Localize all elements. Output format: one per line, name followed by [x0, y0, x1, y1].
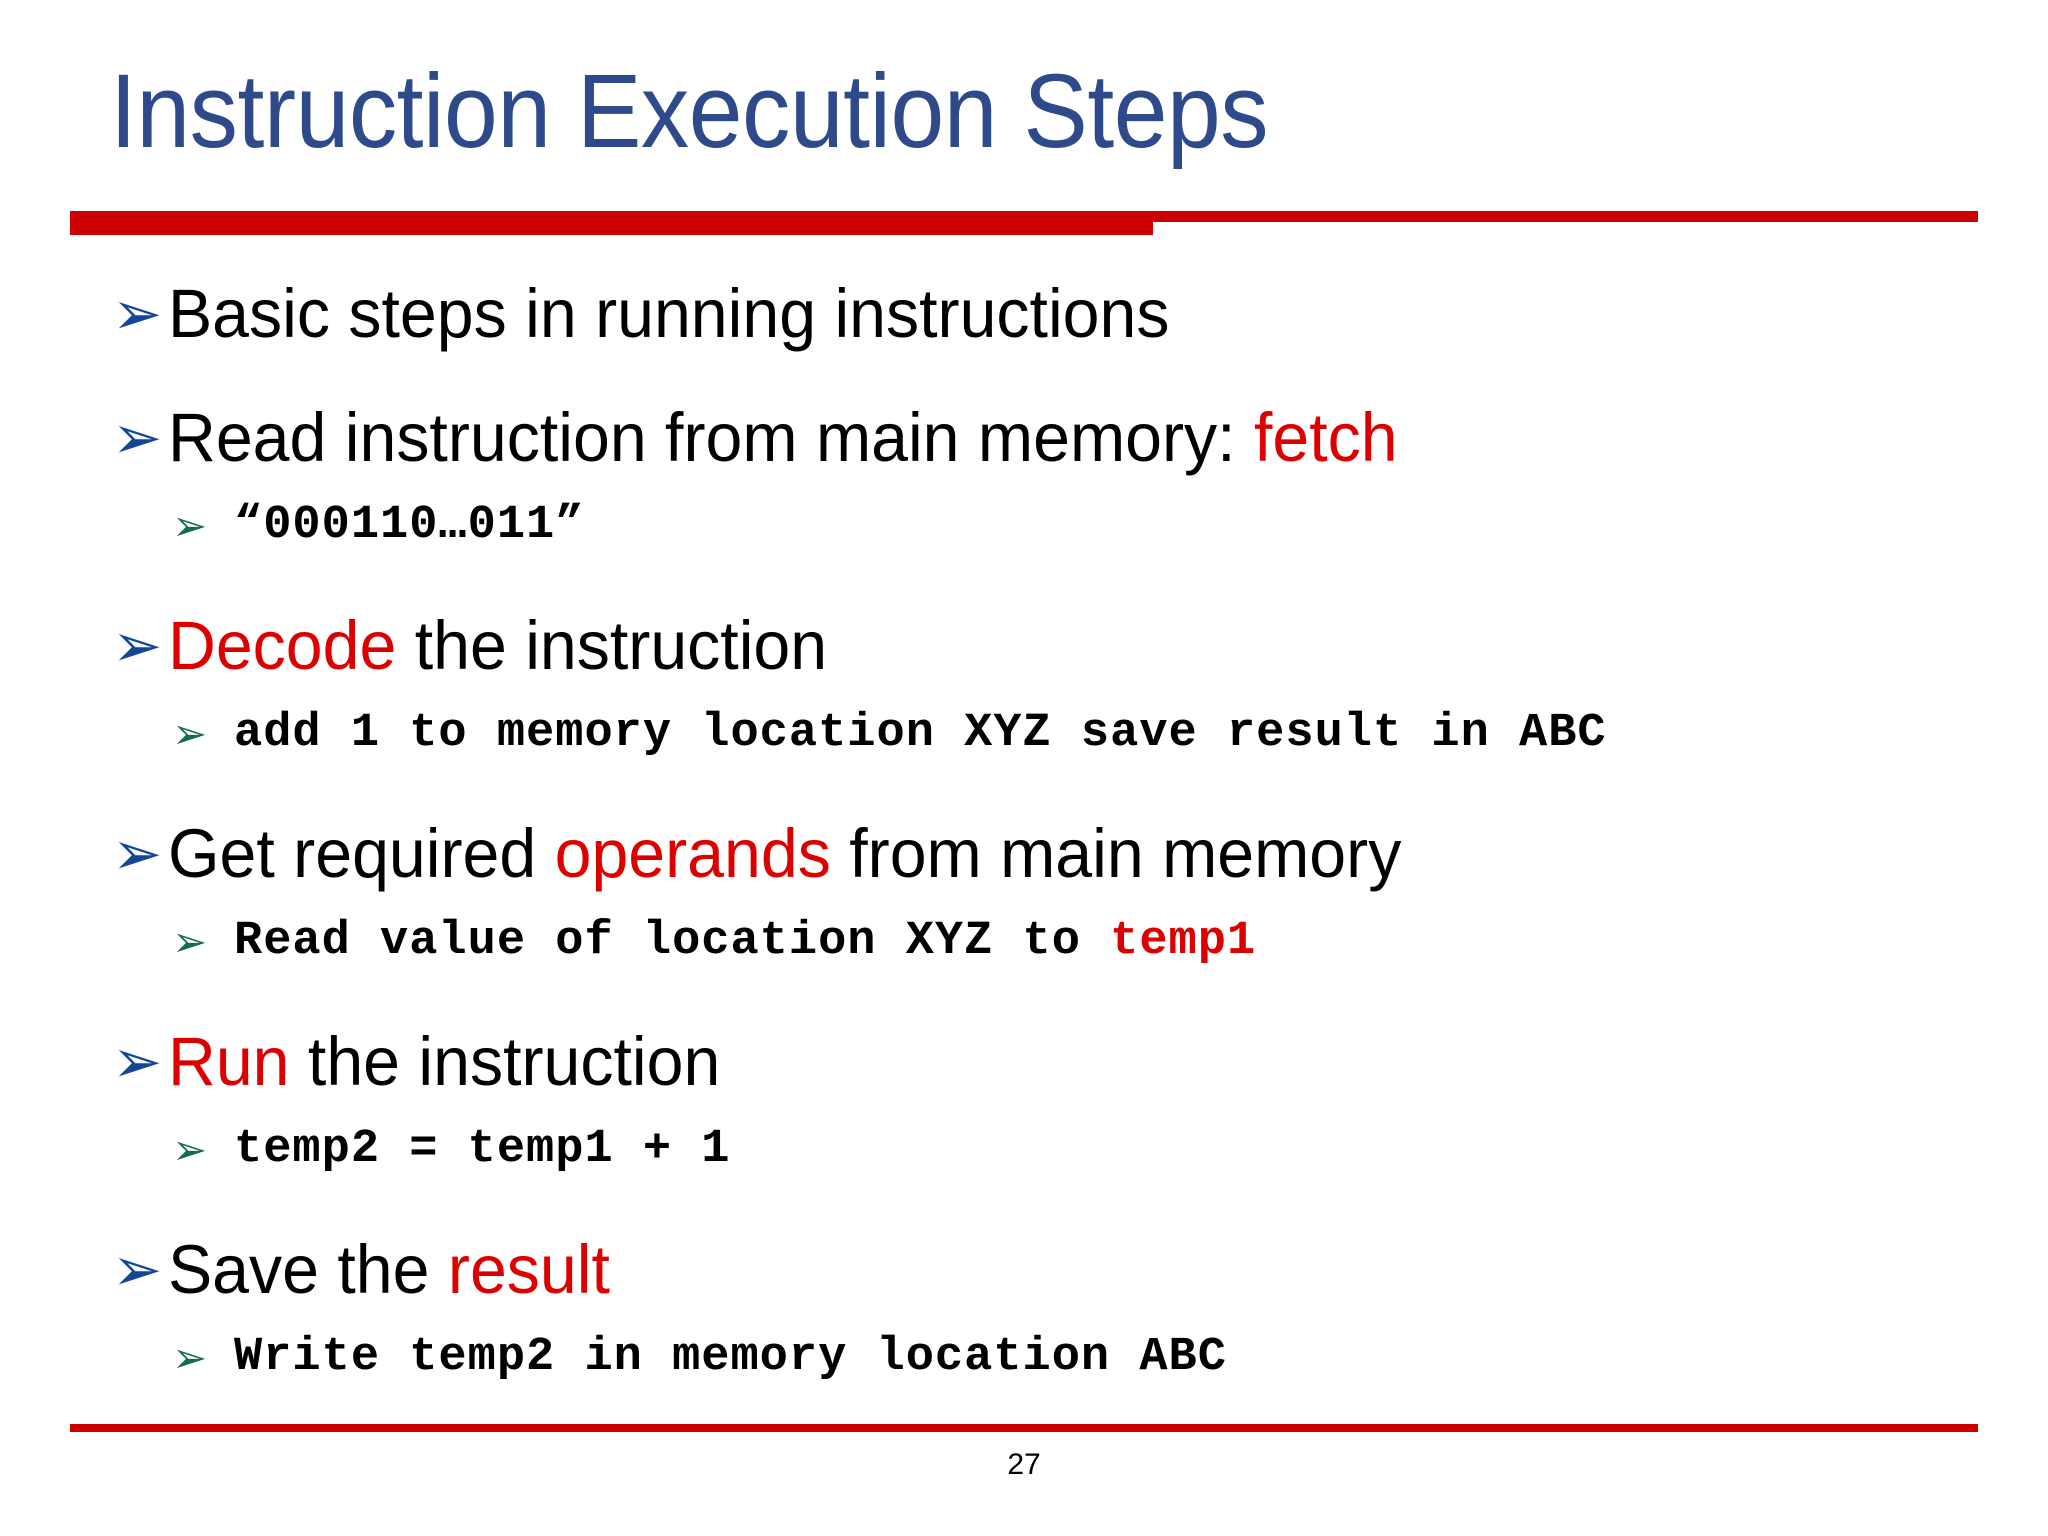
sub-bullet-arrow-icon: ➢	[172, 709, 208, 758]
bullet-text: Run the instruction	[168, 1016, 1919, 1108]
bullet-item: ➢Run the instruction	[112, 1016, 1992, 1108]
bullet-text: Save the result	[168, 1224, 1919, 1316]
sub-bullet-text: add 1 to memory location XYZ save result…	[234, 698, 1992, 770]
sub-bullet-text: Write temp2 in memory location ABC	[234, 1322, 1992, 1394]
bullet-arrow-icon: ➢	[112, 279, 163, 349]
bullet-text: Get required operands from main memory	[168, 808, 1919, 900]
bullet-arrow-icon: ➢	[112, 1027, 163, 1097]
plain-text: the instruction	[396, 607, 828, 684]
plain-text: “000110…011”	[234, 499, 585, 552]
plain-text: add 1 to memory location XYZ save result…	[234, 707, 1607, 760]
bullet-item: ➢Decode the instruction	[112, 600, 1992, 692]
spacer	[112, 774, 1992, 808]
spacer	[112, 982, 1992, 1016]
bullet-arrow-icon: ➢	[112, 1235, 163, 1305]
title-rule-thick	[70, 211, 1153, 235]
highlight-text: Decode	[168, 607, 397, 684]
bullet-arrow-icon: ➢	[112, 819, 163, 889]
bullet-text: Basic steps in running instructions	[168, 268, 1919, 360]
spacer	[112, 366, 1992, 392]
spacer	[112, 1190, 1992, 1224]
highlight-text: operands	[554, 815, 831, 892]
sub-bullet-arrow-icon: ➢	[172, 1333, 208, 1382]
bullet-list: ➢Basic steps in running instructions➢Rea…	[112, 268, 1992, 1432]
sub-bullet-arrow-icon: ➢	[172, 501, 208, 550]
page-title: Instruction Execution Steps	[110, 53, 1269, 170]
sub-bullet-text: temp2 = temp1 + 1	[234, 1114, 1992, 1186]
highlight-text: fetch	[1253, 399, 1398, 476]
sub-bullet-item: ➢ Read value of location XYZ to temp1	[172, 906, 1992, 978]
sub-bullet-arrow-icon: ➢	[172, 1125, 208, 1174]
plain-text: Basic steps in running instructions	[168, 275, 1170, 352]
plain-text: the instruction	[289, 1023, 721, 1100]
sub-bullet-item: ➢ Write temp2 in memory location ABC	[172, 1322, 1992, 1394]
highlight-text: result	[447, 1231, 610, 1308]
plain-text: Read value of location XYZ to	[234, 915, 1111, 968]
sub-bullet-text: “000110…011”	[234, 490, 1992, 562]
sub-bullet-item: ➢ add 1 to memory location XYZ save resul…	[172, 698, 1992, 770]
footer-rule	[70, 1424, 1978, 1432]
bullet-item: ➢Save the result	[112, 1224, 1992, 1316]
bullet-item: ➢Basic steps in running instructions	[112, 268, 1992, 360]
highlight-text: temp1	[1110, 915, 1257, 968]
bullet-text: Decode the instruction	[168, 600, 1919, 692]
spacer	[112, 566, 1992, 600]
plain-text: from main memory	[830, 815, 1402, 892]
sub-bullet-text: Read value of location XYZ to temp1	[234, 906, 1992, 978]
plain-text: temp2 = temp1 + 1	[234, 1123, 731, 1176]
page-number: 27	[1007, 1448, 1041, 1481]
bullet-arrow-icon: ➢	[112, 611, 163, 681]
sub-bullet-item: ➢ temp2 = temp1 + 1	[172, 1114, 1992, 1186]
sub-bullet-item: ➢ “000110…011”	[172, 490, 1992, 562]
bullet-item: ➢Read instruction from main memory: fetc…	[112, 392, 1992, 484]
plain-text: Read instruction from main memory:	[168, 399, 1254, 476]
plain-text: Write temp2 in memory location ABC	[234, 1331, 1227, 1384]
bullet-text: Read instruction from main memory: fetch	[168, 392, 1919, 484]
title-area: Instruction Execution Steps	[110, 52, 1990, 182]
plain-text: Get required	[168, 815, 555, 892]
bullet-arrow-icon: ➢	[112, 403, 163, 473]
sub-bullet-arrow-icon: ➢	[172, 917, 208, 966]
bullet-item: ➢Get required operands from main memory	[112, 808, 1992, 900]
plain-text: Save the	[168, 1231, 448, 1308]
highlight-text: Run	[168, 1023, 290, 1100]
